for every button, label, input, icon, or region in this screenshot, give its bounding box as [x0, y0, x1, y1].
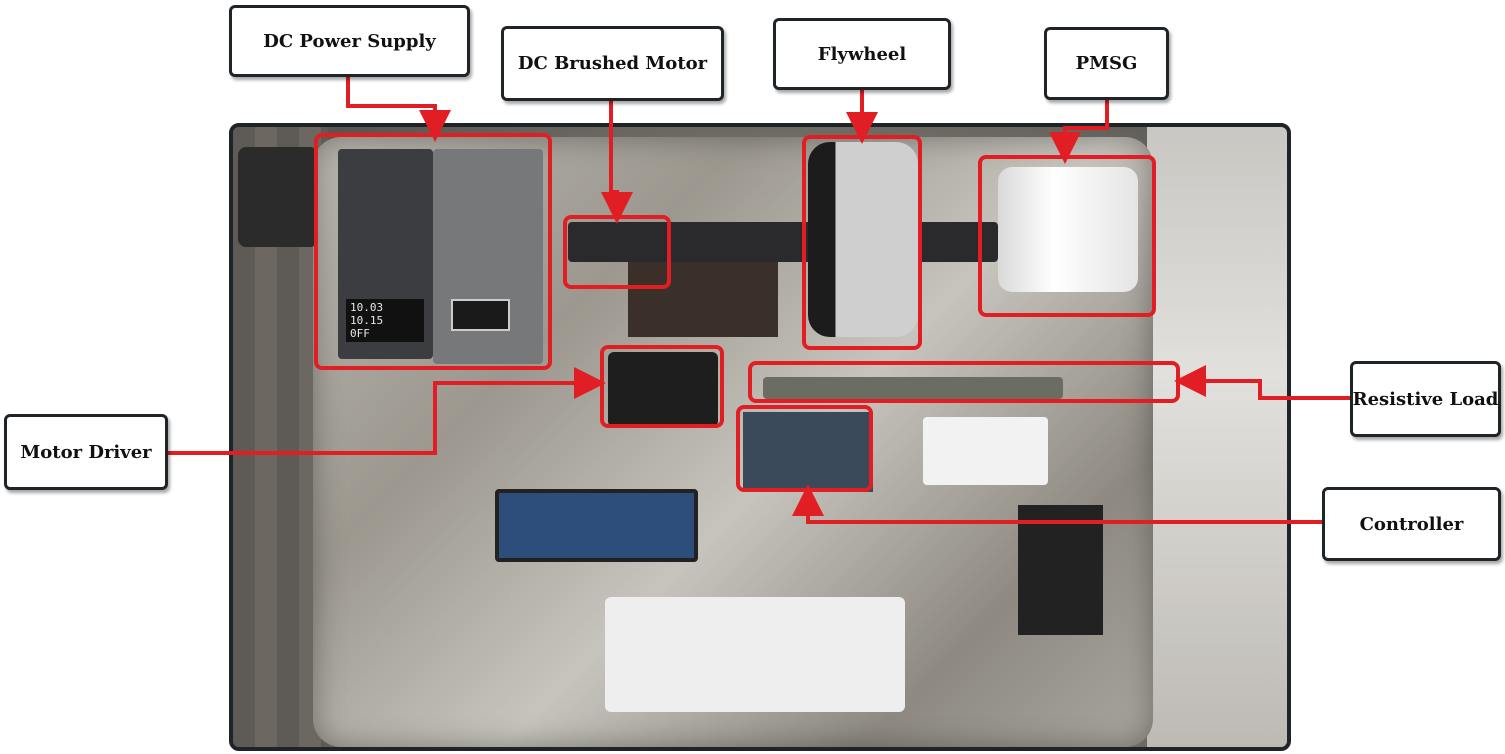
label-dc-power-supply: DC Power Supply [229, 5, 470, 77]
psu-readout-1: 10.03 [350, 301, 384, 314]
lab-setup-photo: 10.03 10.15 0FF [229, 123, 1291, 751]
power-supply-unit-left: 10.03 10.15 0FF [338, 149, 433, 359]
arrow-motor-driver [168, 367, 606, 455]
arrow-controller [792, 484, 1322, 524]
psu-readout-2: 10.15 [350, 314, 384, 327]
arrow-pmsg [1049, 100, 1109, 164]
battery [1018, 505, 1103, 635]
generator [998, 167, 1138, 292]
motor-mount [628, 262, 778, 337]
arrow-resistive-load [1174, 365, 1350, 400]
keyboard [605, 597, 905, 712]
weighing-scale [238, 147, 318, 247]
side-table [1147, 127, 1287, 747]
arrow-dc-brushed-motor [601, 101, 633, 224]
label-pmsg: PMSG [1044, 27, 1169, 100]
label-flywheel: Flywheel [773, 18, 951, 90]
display-screen [495, 489, 698, 562]
arrow-dc-power-supply [346, 76, 451, 142]
label-controller: Controller [1322, 487, 1501, 561]
controller-board [743, 412, 873, 492]
psu-readout-3: 0FF [350, 327, 370, 340]
flywheel-disk [808, 142, 918, 337]
charge-controller [923, 417, 1048, 485]
label-dc-brushed-motor: DC Brushed Motor [501, 26, 724, 101]
resistor-tube [763, 377, 1063, 399]
power-supply-unit-right [433, 149, 543, 364]
motor-driver-fan [608, 352, 718, 427]
motor-shaft-assembly [568, 222, 998, 262]
label-resistive-load: Resistive Load [1350, 361, 1501, 437]
label-motor-driver: Motor Driver [4, 414, 168, 490]
